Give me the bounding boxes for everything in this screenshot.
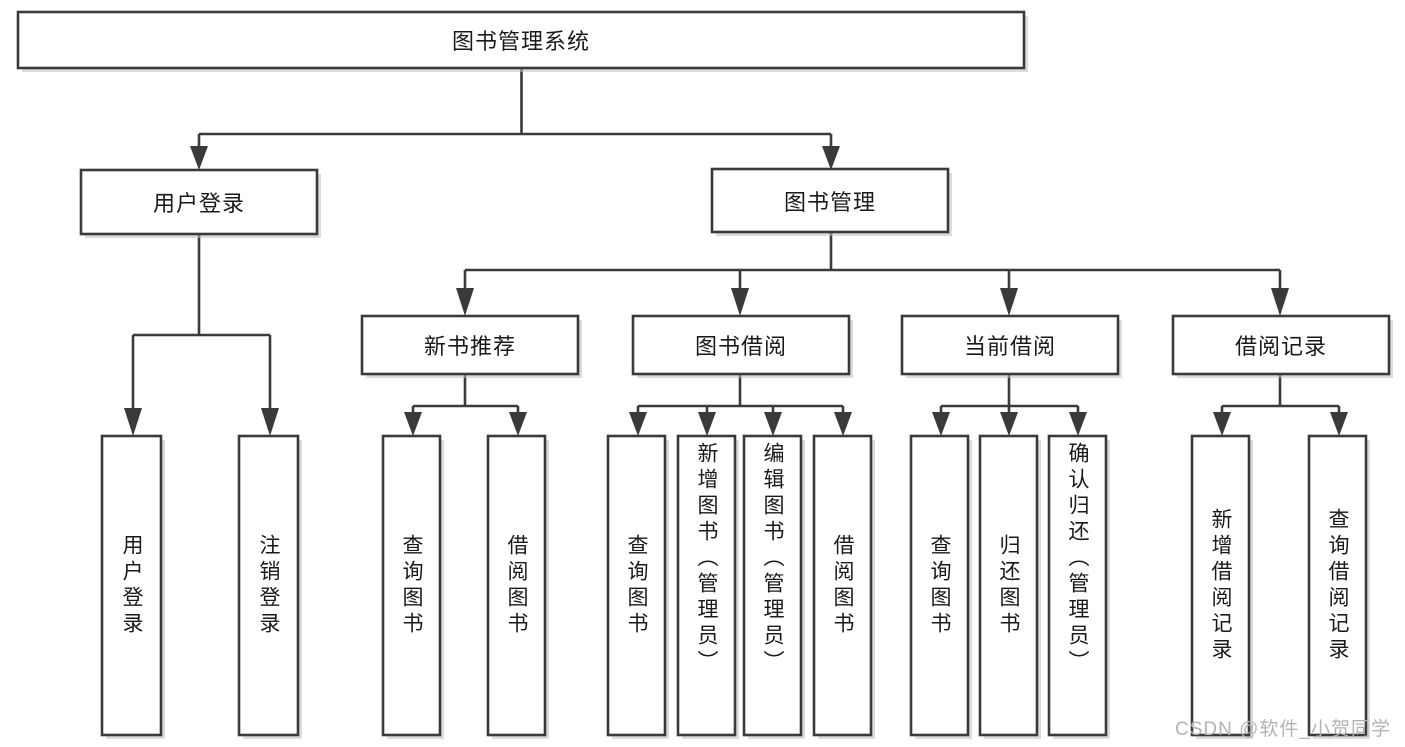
node-box-record-leaf-2[interactable] <box>1307 434 1368 737</box>
arrow-head-user-login <box>190 146 208 170</box>
arrow-head-new-book <box>456 288 474 316</box>
arrow-head-record-leaf-1 <box>1213 412 1231 436</box>
node-box-newbook-leaf-1[interactable] <box>381 434 442 737</box>
arrow-head-leaf-logout <box>261 408 279 436</box>
node-box-borrow-record[interactable] <box>1171 314 1391 376</box>
arrow-head-book-manage <box>822 146 840 170</box>
node-box-record-leaf-1[interactable] <box>1190 434 1251 737</box>
node-box-current-leaf-2[interactable] <box>978 434 1039 737</box>
arrow-head-current-leaf-1 <box>932 412 950 436</box>
node-box-book-manage[interactable] <box>710 167 950 234</box>
arrow-head-current-borrow <box>1000 288 1018 316</box>
node-box-current-leaf-3[interactable] <box>1047 434 1108 737</box>
arrow-head-borrow-leaf-4 <box>834 412 852 436</box>
node-box-borrow-leaf-2[interactable] <box>676 434 737 737</box>
node-box-current-leaf-1[interactable] <box>909 434 970 737</box>
arrow-head-newbook-leaf-2 <box>509 412 527 436</box>
node-box-newbook-leaf-2[interactable] <box>486 434 547 737</box>
arrow-head-current-leaf-3 <box>1069 412 1087 436</box>
node-box-leaf-user-login[interactable] <box>100 434 163 737</box>
node-box-current-borrow[interactable] <box>900 314 1120 376</box>
node-box-new-book[interactable] <box>360 314 580 376</box>
node-box-book-borrow[interactable] <box>631 314 851 376</box>
node-box-borrow-leaf-4[interactable] <box>812 434 873 737</box>
arrow-head-borrow-leaf-2 <box>698 412 716 436</box>
node-box-leaf-logout[interactable] <box>237 434 300 737</box>
arrow-head-borrow-record <box>1271 288 1289 316</box>
arrow-head-newbook-leaf-1 <box>404 412 422 436</box>
node-box-borrow-leaf-3[interactable] <box>742 434 803 737</box>
connector-layer <box>124 68 1348 436</box>
node-box-borrow-leaf-1[interactable] <box>606 434 667 737</box>
arrow-head-current-leaf-2 <box>1000 412 1018 436</box>
box-layer <box>16 10 1393 739</box>
arrow-head-leaf-user-login <box>124 408 142 436</box>
node-box-user-login[interactable] <box>79 168 319 236</box>
arrow-head-borrow-leaf-1 <box>629 412 647 436</box>
arrow-head-book-borrow <box>731 288 749 316</box>
node-box-root[interactable] <box>16 10 1026 70</box>
arrow-head-record-leaf-2 <box>1330 412 1348 436</box>
arrow-head-borrow-leaf-3 <box>764 412 782 436</box>
